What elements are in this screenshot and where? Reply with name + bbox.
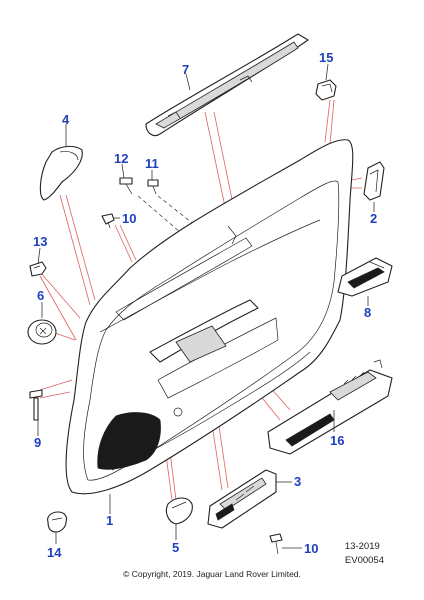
clip-part-10-upper (101, 213, 115, 229)
callout-11: 11 (145, 156, 159, 171)
callout-16: 16 (330, 433, 344, 448)
cap-part-6 (27, 319, 57, 345)
leader-lines (37, 63, 375, 549)
callout-7: 7 (182, 62, 189, 77)
screw-part-12 (119, 177, 133, 195)
window-switch-pack-part-16 (267, 359, 393, 455)
callout-8: 8 (364, 305, 371, 320)
callout-13: 13 (33, 234, 47, 249)
clip-part-13 (29, 261, 47, 277)
copyright-notice: © Copyright, 2019. Jaguar Land Rover Lim… (123, 569, 301, 579)
date-code: 13-2019 (344, 541, 380, 552)
callout-14: 14 (47, 545, 62, 560)
callout-12: 12 (114, 151, 128, 166)
screw-part-10-lower (269, 533, 283, 555)
switch-bezel-part-8 (337, 257, 393, 297)
door-trim-panel (65, 139, 354, 495)
trim-piece-part-4 (39, 145, 83, 201)
callout-15: 15 (319, 50, 333, 65)
callout-10-upper: 10 (122, 211, 136, 226)
callout-4: 4 (62, 112, 70, 127)
upper-trim-strip (145, 33, 309, 137)
callout-labels: 1 2 3 4 5 6 7 8 9 10 10 11 12 13 14 15 1… (33, 50, 377, 560)
clip-part-15 (315, 79, 337, 101)
callout-6: 6 (37, 288, 44, 303)
callout-2: 2 (370, 211, 377, 226)
pin-part-9 (29, 389, 43, 421)
bracket-part-2 (363, 161, 385, 201)
reference-code: 13-2019 EV00054 (345, 540, 384, 568)
drawing-id: EV00054 (344, 555, 384, 566)
grommet-part-14 (47, 511, 68, 533)
callout-1: 1 (106, 513, 113, 528)
callout-3: 3 (294, 474, 301, 489)
screw-part-11 (147, 179, 159, 195)
callout-10-lower: 10 (304, 541, 318, 556)
switch-part-5 (165, 497, 193, 525)
switch-panel-part-3 (207, 469, 277, 529)
callout-5: 5 (172, 540, 179, 555)
callout-9: 9 (34, 435, 41, 450)
